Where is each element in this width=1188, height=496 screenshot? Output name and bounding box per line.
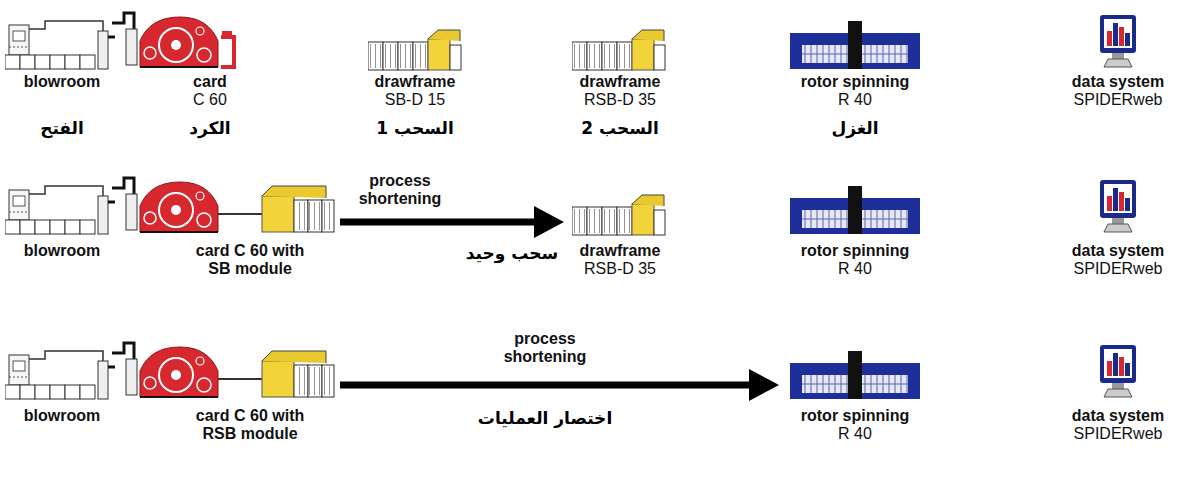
- arabic-label: السحب 2: [581, 118, 659, 138]
- machine-name: rotor spinning: [801, 73, 909, 91]
- machine-station: blowroom: [7, 170, 117, 262]
- arabic-label: الغزل: [831, 118, 878, 138]
- arabic-label: اختصار العمليات: [478, 408, 612, 428]
- machine-name: data system: [1072, 407, 1165, 425]
- rotor-icon: [790, 21, 920, 69]
- arabic-label: السحب 1: [376, 118, 454, 138]
- rotor-icon: [790, 186, 920, 234]
- machine-name: blowroom: [24, 73, 100, 91]
- machine-station: blowroom: [7, 335, 117, 427]
- drawframe-icon: [572, 195, 665, 235]
- machine-station: card C 60 with RSB module: [160, 335, 340, 446]
- drawframe-icon: [572, 30, 665, 70]
- arrow-head: [749, 369, 779, 401]
- machine-name: card C 60 with RSB module: [175, 407, 325, 444]
- machine-name: rotor spinning: [801, 407, 909, 425]
- machine-station: rotor spinningR 40: [790, 5, 920, 112]
- drawframe-icon: [368, 30, 461, 70]
- blowroom-icon: [5, 21, 115, 69]
- arrow-shaft: [340, 219, 536, 226]
- machine-name: blowroom: [24, 407, 100, 425]
- card-icon: [112, 13, 234, 67]
- monitor-icon: [1100, 15, 1136, 67]
- card-module-icon: [112, 343, 334, 397]
- process-arrow: [340, 206, 564, 238]
- machine-name: blowroom: [24, 242, 100, 260]
- machine-model: RSB-D 35: [584, 260, 656, 278]
- blowroom-icon: [5, 186, 115, 234]
- machine-model: RSB-D 35: [584, 91, 656, 109]
- machine-name: drawframe: [580, 73, 661, 91]
- machine-station: blowroom: [7, 5, 117, 93]
- machine-station: drawframeSB-D 15: [365, 5, 465, 112]
- machine-station: drawframeRSB-D 35: [570, 5, 670, 112]
- machine-name: drawframe: [580, 242, 661, 260]
- machine-name: rotor spinning: [801, 242, 909, 260]
- rotor-icon: [790, 351, 920, 399]
- machine-model: R 40: [838, 91, 872, 109]
- machine-model: SB-D 15: [385, 91, 445, 109]
- arabic-label: الكرد: [189, 118, 230, 138]
- machine-station: card C 60 with SB module: [160, 170, 340, 281]
- process-arrow: [340, 369, 779, 401]
- machine-model: C 60: [193, 91, 227, 109]
- edge-label: process shortening: [348, 172, 452, 207]
- machine-name: data system: [1072, 73, 1165, 91]
- machine-model: SPIDERweb: [1074, 91, 1163, 109]
- monitor-icon: [1100, 345, 1136, 397]
- arrow-shaft: [340, 382, 751, 389]
- machine-station: rotor spinningR 40: [790, 170, 920, 281]
- arabic-label: الفتح: [40, 118, 84, 138]
- arrow-head: [534, 206, 564, 238]
- machine-model: SPIDERweb: [1074, 260, 1163, 278]
- arabic-label: سحب وحيد: [466, 243, 558, 263]
- monitor-icon: [1100, 180, 1136, 232]
- card-module-icon: [112, 178, 334, 232]
- machine-station: data systemSPIDERweb: [1068, 5, 1169, 112]
- machine-name: data system: [1072, 242, 1165, 260]
- machine-name: drawframe: [375, 73, 456, 91]
- machine-station: data systemSPIDERweb: [1068, 170, 1169, 281]
- machine-name: card C 60 with SB module: [180, 242, 320, 279]
- machine-model: R 40: [838, 260, 872, 278]
- machine-name: card: [193, 73, 227, 91]
- edge-label: process shortening: [493, 330, 597, 365]
- machine-station: cardC 60: [165, 5, 255, 112]
- machine-model: R 40: [838, 425, 872, 443]
- machine-station: drawframeRSB-D 35: [570, 170, 670, 281]
- blowroom-icon: [5, 351, 115, 399]
- machine-model: SPIDERweb: [1074, 425, 1163, 443]
- machine-station: data systemSPIDERweb: [1068, 335, 1169, 446]
- machine-station: rotor spinningR 40: [785, 335, 925, 446]
